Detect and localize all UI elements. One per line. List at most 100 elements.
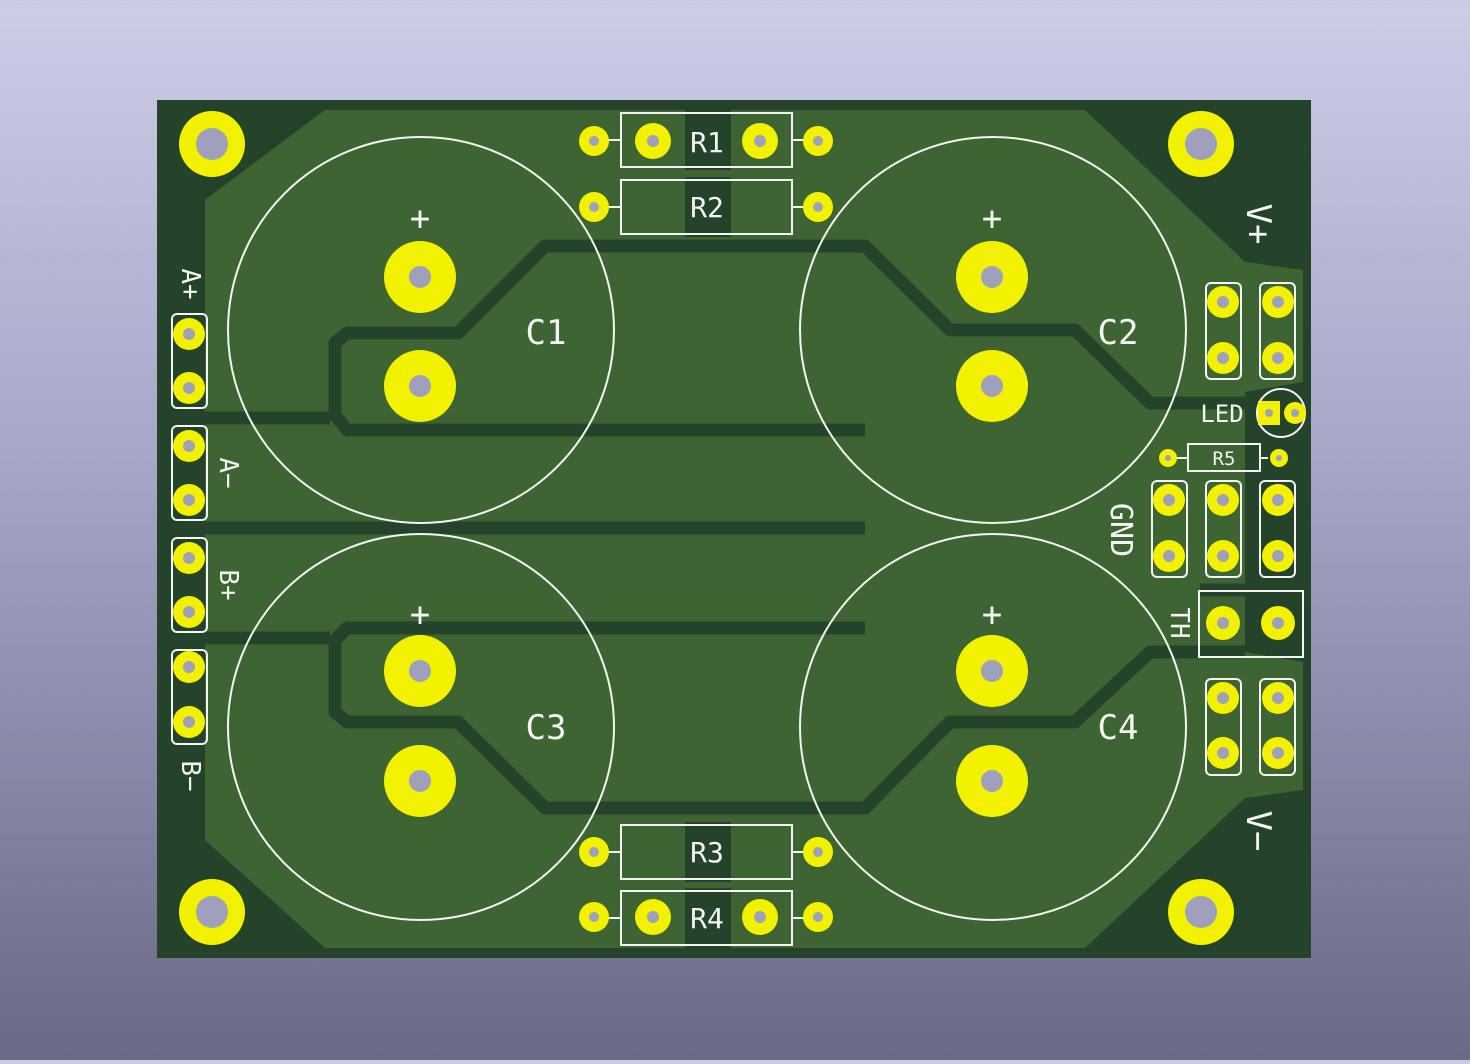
resistor-pad — [1159, 449, 1177, 467]
resistor-gap — [685, 888, 731, 948]
resistor-pad — [579, 192, 609, 222]
capacitor-label: C4 — [1098, 708, 1139, 748]
capacitor-outline — [799, 533, 1187, 921]
connector-a-minus[interactable] — [171, 425, 208, 521]
resistor-r1[interactable]: R1 — [579, 110, 833, 170]
connector-pad — [173, 430, 205, 462]
resistor-pad — [803, 902, 833, 932]
resistor-r2[interactable]: R2 — [579, 177, 833, 237]
capacitor-outline — [227, 533, 615, 921]
connector-pad — [1262, 342, 1294, 374]
connector-pad — [1207, 484, 1239, 516]
label-gnd: GND — [1103, 503, 1138, 557]
connector-pad — [1207, 540, 1239, 572]
connector-v-minus-2[interactable] — [1259, 678, 1296, 776]
capacitor-c2[interactable]: + C2 — [799, 136, 1187, 524]
capacitor-outline — [799, 136, 1187, 524]
resistor-pad — [579, 126, 609, 156]
resistor-label: R1 — [690, 126, 724, 159]
led-pad-round — [1284, 402, 1306, 424]
resistor-gap — [685, 822, 731, 882]
connector-pad — [1207, 342, 1239, 374]
connector-th[interactable] — [1198, 590, 1304, 658]
connector-pad — [1262, 682, 1294, 714]
resistor-r5[interactable]: R5 — [1159, 443, 1288, 472]
connector-v-plus-1[interactable] — [1205, 282, 1242, 380]
capacitor-label: C2 — [1098, 313, 1139, 353]
connector-pad — [1262, 286, 1294, 318]
connector-b-plus[interactable] — [171, 537, 208, 633]
label-v-minus: V− — [1238, 811, 1278, 852]
connector-pad — [173, 372, 205, 404]
connector-pad — [173, 318, 205, 350]
resistor-r3[interactable]: R3 — [579, 822, 833, 882]
resistor-label: R2 — [690, 191, 724, 224]
capacitor-pad-positive — [956, 241, 1028, 313]
connector-b-minus[interactable] — [171, 649, 208, 745]
capacitor-pad-negative — [956, 350, 1028, 422]
connector-pad — [1153, 540, 1185, 572]
connector-pad — [173, 596, 205, 628]
right-connectors: V+ GND TH V− — [1103, 204, 1304, 852]
left-connectors: A+ A− B+ B− — [171, 268, 243, 792]
capacitor-pad-positive — [956, 635, 1028, 707]
resistor-pad — [803, 837, 833, 867]
capacitor-pad-negative — [956, 745, 1028, 817]
connector-pad — [1261, 606, 1295, 640]
resistor-pad — [635, 899, 671, 935]
label-a-minus: A− — [213, 457, 243, 488]
capacitor-pad-positive — [384, 241, 456, 313]
connector-pad — [173, 706, 205, 738]
resistor-label: R3 — [690, 836, 724, 869]
polarity-mark: + — [982, 595, 1002, 635]
connector-pad — [1206, 606, 1240, 640]
label-b-minus: B− — [175, 760, 205, 791]
connector-v-plus-2[interactable] — [1259, 282, 1296, 380]
resistor-pad — [1270, 449, 1288, 467]
capacitor-pad-positive — [384, 635, 456, 707]
label-v-plus: V+ — [1238, 204, 1278, 245]
resistor-pad — [803, 192, 833, 222]
connector-pad — [173, 484, 205, 516]
polarity-mark: + — [410, 595, 430, 635]
polarity-mark: + — [410, 199, 430, 239]
connector-gnd-3[interactable] — [1259, 480, 1296, 578]
connector-gnd-2[interactable] — [1205, 480, 1242, 578]
capacitor-outline — [227, 136, 615, 524]
mounting-hole — [179, 111, 245, 177]
connector-pad — [1262, 737, 1294, 769]
connector-gnd-1[interactable] — [1151, 480, 1188, 578]
connector-a-plus[interactable] — [171, 313, 208, 409]
capacitor-c4[interactable]: + C4 — [799, 533, 1187, 921]
resistor-gap — [685, 177, 731, 237]
resistor-r4[interactable]: R4 — [579, 888, 833, 948]
resistor-label: R5 — [1213, 448, 1236, 470]
connector-v-minus-1[interactable] — [1205, 678, 1242, 776]
label-th: TH — [1164, 607, 1194, 638]
led-d1[interactable]: LED — [1200, 388, 1306, 438]
resistor-pad — [742, 899, 778, 935]
polarity-mark: + — [982, 199, 1002, 239]
led-label: LED — [1200, 400, 1243, 428]
resistor-gap — [685, 110, 731, 170]
resistor-pad — [803, 126, 833, 156]
resistor-label: R4 — [690, 902, 724, 935]
capacitor-pad-negative — [384, 350, 456, 422]
label-a-plus: A+ — [175, 268, 205, 299]
resistor-pad — [579, 837, 609, 867]
resistor-pad — [742, 123, 778, 159]
connector-pad — [1153, 484, 1185, 516]
mounting-hole — [1168, 111, 1234, 177]
mounting-hole — [179, 879, 245, 945]
mounting-holes — [179, 111, 1234, 945]
capacitor-c3[interactable]: + C3 — [227, 533, 615, 921]
connector-pad — [173, 542, 205, 574]
connector-pad — [173, 651, 205, 683]
label-b-plus: B+ — [213, 569, 243, 600]
connector-pad — [1262, 540, 1294, 572]
connector-pad — [1207, 682, 1239, 714]
capacitor-c1[interactable]: + C1 — [227, 136, 615, 524]
connector-pad — [1207, 286, 1239, 318]
